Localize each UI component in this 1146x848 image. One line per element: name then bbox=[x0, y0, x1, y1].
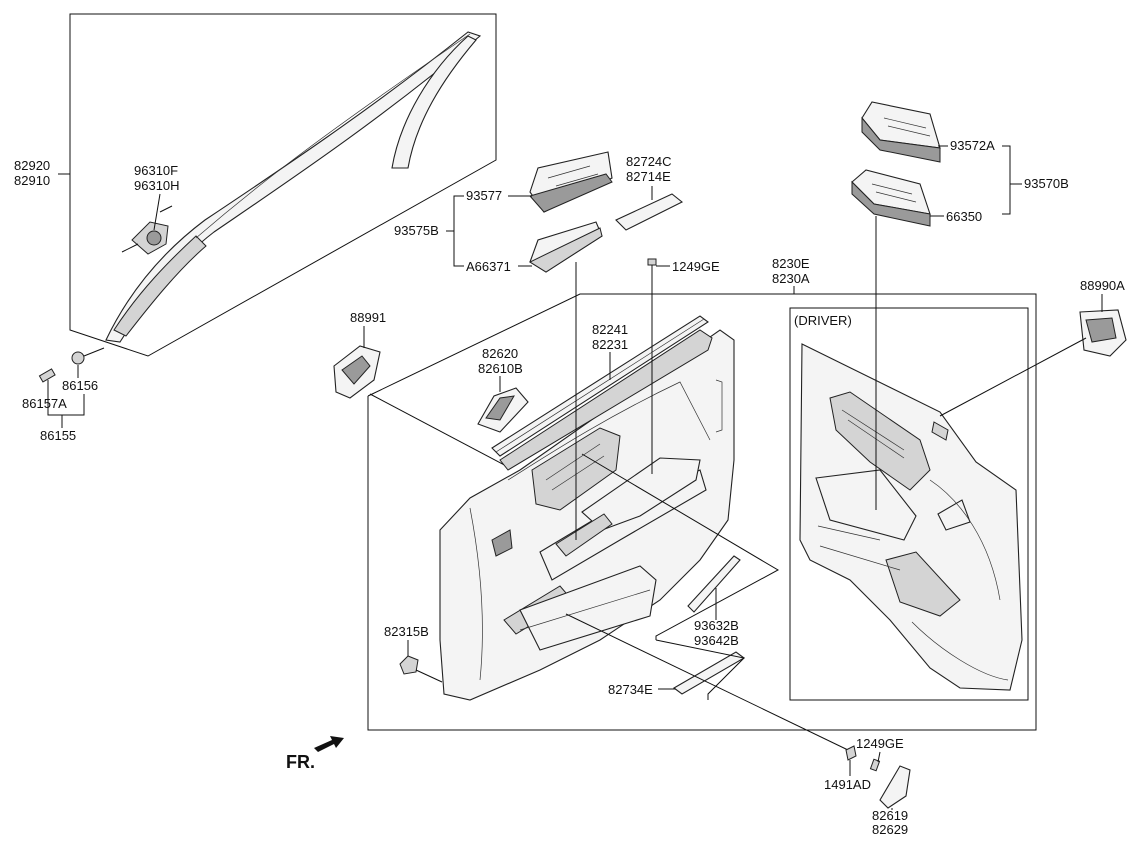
label-96310f: 96310F bbox=[134, 163, 178, 178]
strip-82734e bbox=[655, 639, 746, 700]
label-a66371: A66371 bbox=[466, 259, 511, 274]
pad-82724c bbox=[615, 193, 684, 231]
mirror-switch-88990a bbox=[1079, 309, 1127, 357]
switch-88991 bbox=[333, 345, 381, 399]
driver-inset-frame bbox=[789, 307, 1029, 701]
cover-82619 bbox=[879, 765, 911, 809]
label-82910: 82910 bbox=[14, 173, 50, 188]
label-82241: 82241 bbox=[592, 322, 628, 337]
label-93632b: 93632B bbox=[694, 618, 739, 633]
front-direction-label: FR. bbox=[286, 752, 315, 772]
door-trim-panel bbox=[439, 329, 735, 701]
label-86156: 86156 bbox=[62, 378, 98, 393]
screw-1491ad bbox=[845, 745, 857, 761]
inside-handle-82620 bbox=[477, 387, 529, 433]
label-93642b: 93642B bbox=[694, 633, 739, 648]
fastener-86157a bbox=[38, 368, 56, 383]
label-82315b: 82315B bbox=[384, 624, 429, 639]
label-82620: 82620 bbox=[482, 346, 518, 361]
screw-1249ge-top bbox=[647, 258, 657, 276]
label-82714e: 82714E bbox=[626, 169, 671, 184]
label-86157a: 86157A bbox=[22, 396, 67, 411]
driver-switch-66350 bbox=[851, 169, 931, 227]
label-82629: 82629 bbox=[872, 822, 908, 837]
label-88991: 88991 bbox=[350, 310, 386, 325]
label-1249ge-top: 1249GE bbox=[672, 259, 720, 274]
label-93577: 93577 bbox=[466, 188, 502, 203]
label-82231: 82231 bbox=[592, 337, 628, 352]
label-82619: 82619 bbox=[872, 808, 908, 823]
power-window-switch-93577 bbox=[529, 151, 613, 213]
label-82724c: 82724C bbox=[626, 154, 672, 169]
screw-1249ge-bottom bbox=[869, 758, 881, 772]
belt-weatherstrip-82241 bbox=[491, 315, 709, 457]
driver-switch-93572a bbox=[861, 101, 941, 163]
label-66350: 66350 bbox=[946, 209, 982, 224]
label-1249ge-bottom: 1249GE bbox=[856, 736, 904, 751]
clip-82315b bbox=[399, 655, 419, 675]
fastener-86156 bbox=[71, 347, 105, 365]
label-driver: (DRIVER) bbox=[794, 313, 852, 328]
label-82734e: 82734E bbox=[608, 682, 653, 697]
label-86155: 86155 bbox=[40, 428, 76, 443]
regulator-clip bbox=[121, 205, 173, 255]
driver-panel-detail bbox=[799, 343, 1023, 691]
glass-run-assembly bbox=[38, 13, 497, 383]
label-88990a: 88990A bbox=[1080, 278, 1125, 293]
label-82610b: 82610B bbox=[478, 361, 523, 376]
label-8230e: 8230E bbox=[772, 256, 810, 271]
courtesy-lamp-93632b bbox=[687, 555, 741, 613]
label-93575b: 93575B bbox=[394, 223, 439, 238]
label-1491ad: 1491AD bbox=[824, 777, 871, 792]
switch-bezel-a66371 bbox=[528, 221, 603, 273]
label-82920: 82920 bbox=[14, 158, 50, 173]
label-93572a: 93572A bbox=[950, 138, 995, 153]
label-96310h: 96310H bbox=[134, 178, 180, 193]
label-8230a: 8230A bbox=[772, 271, 810, 286]
label-93570b: 93570B bbox=[1024, 176, 1069, 191]
arrow-icon bbox=[314, 736, 344, 752]
